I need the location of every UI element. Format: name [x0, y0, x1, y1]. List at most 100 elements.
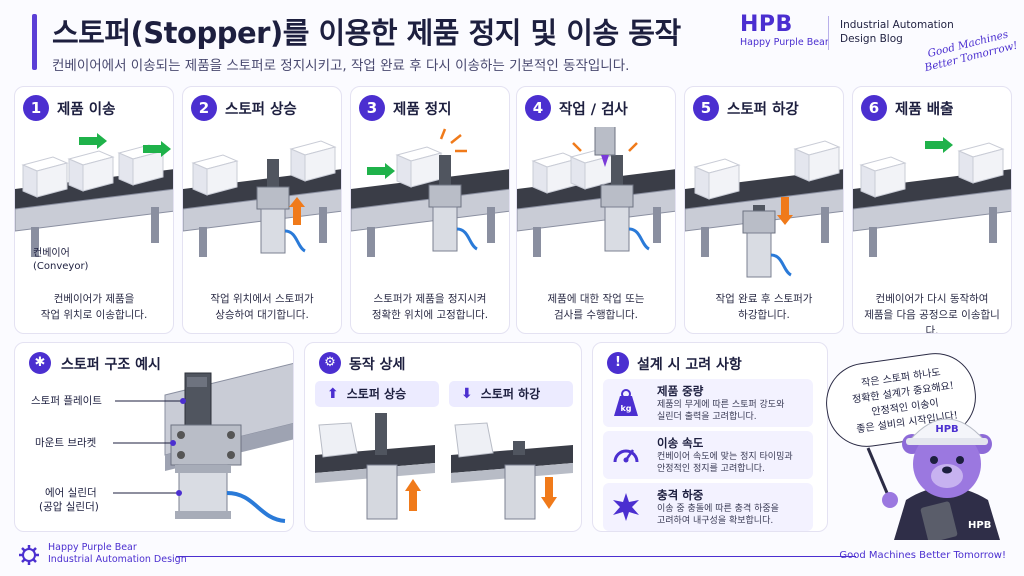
conveyor-leg	[653, 207, 661, 243]
conveyor-leg	[319, 207, 327, 243]
speedometer-icon	[613, 449, 639, 463]
step-illustration-1	[15, 133, 173, 257]
conveyor-label-ko: 컨베이어	[33, 248, 70, 259]
conveyor-leg	[989, 207, 997, 243]
step-number: 3	[359, 95, 385, 121]
orange-down-arrow-icon	[777, 197, 793, 225]
consideration-weight-title: 제품 중량	[657, 384, 704, 398]
conveyor-leg	[151, 207, 159, 243]
brand-block: HPB Happy Purple Bear	[740, 12, 829, 48]
footer-slogan: Good Machines Better Tomorrow!	[839, 550, 1006, 561]
pill-stopper-up: ⬆ 스토퍼 상승	[315, 381, 439, 407]
consideration-weight-desc-2: 실린더 출력을 고려합니다.	[657, 412, 757, 422]
considerations-panel: ! 설계 시 고려 사항 kg 제품 중량 제품의 무게에 따른 스토퍼 강도와…	[592, 342, 828, 532]
structure-title: 스토퍼 구조 예시	[61, 357, 161, 373]
alert-icon: !	[607, 352, 629, 374]
product-box	[693, 158, 741, 200]
step-title: 작업 / 검사	[559, 102, 628, 118]
consideration-speed-title: 이송 속도	[657, 436, 704, 450]
consideration-impact-title: 충격 하중	[657, 488, 704, 502]
pill-stopper-down: ⬇스토퍼 하강	[449, 381, 573, 407]
conveyor-label: 컨베이어 (Conveyor)	[33, 247, 88, 273]
footer-divider	[176, 556, 856, 557]
step-desc-line-1: 컨베이어가 제품을	[53, 293, 135, 305]
conveyor-frame	[853, 188, 1011, 232]
product-box	[957, 142, 1005, 184]
considerations-title: 설계 시 고려 사항	[637, 357, 742, 373]
pill-down-label: 스토퍼 하강	[480, 387, 541, 401]
consideration-weight-desc-1: 제품의 무게에 따른 스토퍼 강도와	[657, 400, 785, 410]
label-pneumatic-cylinder: (공압 실린더)	[39, 501, 99, 513]
step-number: 4	[525, 95, 551, 121]
conveyor-belt	[685, 169, 843, 209]
step-desc-line-1: 작업 위치에서 스토퍼가	[210, 293, 314, 305]
step-number: 6	[861, 95, 887, 121]
step-desc-line-1: 컨베이어가 다시 동작하여	[875, 293, 989, 305]
page-subtitle: 컨베이어에서 이송되는 제품을 스토퍼로 정지시키고, 작업 완료 후 다시 이…	[52, 58, 630, 74]
stopper-unit	[742, 205, 792, 278]
blog-line-2: Design Blog	[840, 33, 903, 45]
step-title: 제품 정지	[393, 102, 452, 118]
stopper-unit	[428, 155, 478, 252]
step-number: 2	[191, 95, 217, 121]
pointer-stick	[866, 447, 892, 501]
product-box	[531, 152, 579, 194]
motion-illustrations	[315, 413, 573, 520]
stopper-structure-illustration	[113, 362, 293, 523]
motion-panel: ⚙ 동작 상세 ⬆스토퍼 상승 ⬇스토퍼 하강	[304, 342, 582, 532]
stopper-unit	[600, 155, 650, 252]
brand-subtitle: Happy Purple Bear	[740, 37, 829, 48]
settings-icon: ⚙	[319, 352, 341, 374]
arrow-up-icon: ⬆	[327, 386, 339, 402]
label-air-cylinder: 에어 실린더	[45, 487, 97, 499]
tool-head	[594, 127, 616, 156]
mascot-helmet-text: HPB	[935, 424, 958, 435]
green-arrow-icon	[367, 163, 395, 179]
blog-line-1: Industrial Automation	[840, 19, 954, 31]
conveyor-leg	[487, 207, 495, 243]
footer-left-1: Happy Purple Bear	[48, 542, 137, 553]
product-box	[793, 140, 841, 182]
product-box	[67, 150, 115, 192]
product-box	[21, 156, 69, 198]
structure-panel: ✱ 스토퍼 구조 예시 스토퍼 플레이트 마운트 브라켓 에어 실린더 (공압 …	[14, 342, 294, 532]
weight-icon: kg	[614, 389, 638, 416]
blog-name: Industrial Automation Design Blog	[840, 18, 954, 46]
step-desc-line-1: 제품에 대한 작업 또는	[547, 293, 645, 305]
footer-left-text: Happy Purple Bear Industrial Automation …	[48, 542, 187, 566]
step-illustration-2	[183, 140, 341, 257]
step-title: 스토퍼 하강	[727, 102, 799, 118]
conveyor-leg	[869, 227, 877, 257]
step-number: 1	[23, 95, 49, 121]
conveyor-leg	[199, 227, 207, 257]
label-mount-bracket: 마운트 브라켓	[35, 437, 97, 449]
step-title: 제품 배출	[895, 102, 954, 118]
consideration-impact-desc-1: 이송 중 충돌에 따른 충격 하중을	[657, 504, 779, 514]
consideration-impact-desc-2: 고려하여 내구성을 확보합니다.	[657, 516, 774, 526]
product-box	[289, 140, 337, 182]
pill-up-label: 스토퍼 상승	[346, 387, 407, 401]
conveyor-label-en: (Conveyor)	[33, 261, 89, 272]
conveyor-frame	[15, 188, 173, 232]
footer-left-2: Industrial Automation Design	[48, 554, 187, 565]
step-illustration-4	[517, 127, 675, 257]
step-illustration-3	[351, 128, 509, 257]
conveyor-belt	[517, 169, 675, 209]
conveyor-leg	[701, 227, 709, 257]
product-box	[191, 154, 239, 196]
product-box	[395, 146, 443, 188]
brand-divider	[828, 16, 829, 50]
bear-mascot: HPB HPB	[866, 418, 1000, 540]
step-title: 스토퍼 상승	[225, 102, 297, 118]
